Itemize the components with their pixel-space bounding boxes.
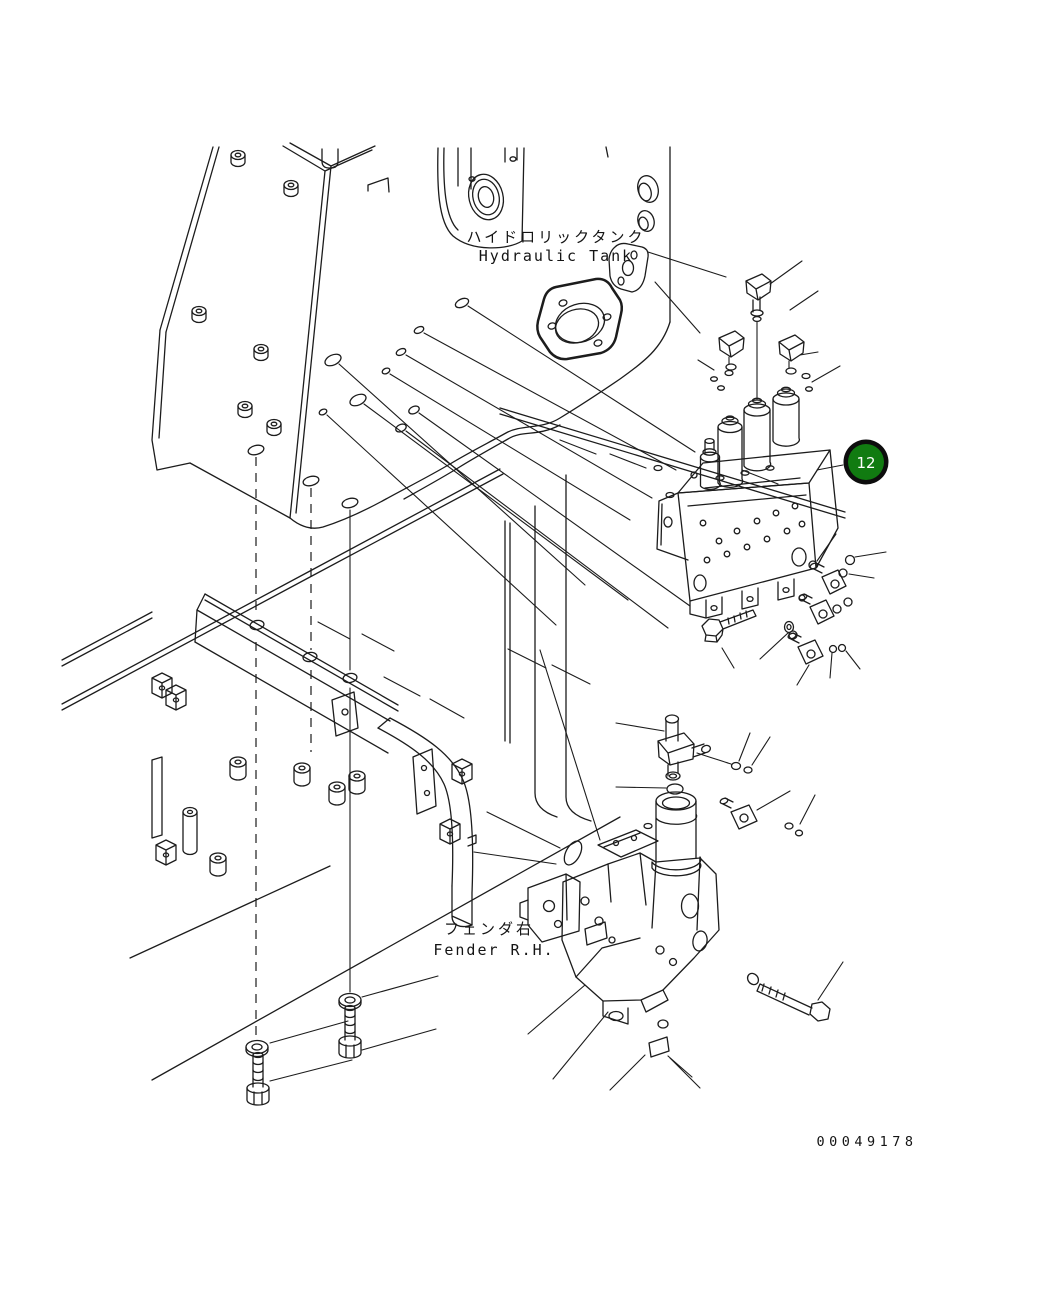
hydraulic-tank-label-en: Hydraulic Tank [479, 247, 633, 265]
hydraulic-tank-label-jp: ハイドロリックタンク [466, 228, 645, 246]
fender-assembly [61, 407, 846, 1081]
leader-lines-left [318, 251, 819, 629]
tank-left-panel [151, 142, 376, 519]
callout-circle [848, 444, 884, 480]
pipe-lines [504, 474, 592, 822]
valve-fittings [759, 533, 887, 686]
pressure-sensors [697, 273, 841, 400]
main-control-valve [653, 386, 839, 619]
fender-label-jp: フェンダ右 [444, 920, 534, 938]
lower-valve-assembly [473, 649, 844, 1091]
part-callout-12[interactable]: 12 [816, 439, 889, 485]
callout-number: 12 [856, 454, 875, 472]
tank-gasket [608, 242, 649, 293]
tank-body-panel [289, 146, 671, 529]
tank-flange [536, 277, 624, 361]
valve-mounting-bolt [701, 609, 795, 669]
fender-bolt-axes [245, 457, 439, 1106]
drawing-number: 00049178 [816, 1134, 917, 1150]
fender-label-en: Fender R.H. [433, 941, 554, 959]
